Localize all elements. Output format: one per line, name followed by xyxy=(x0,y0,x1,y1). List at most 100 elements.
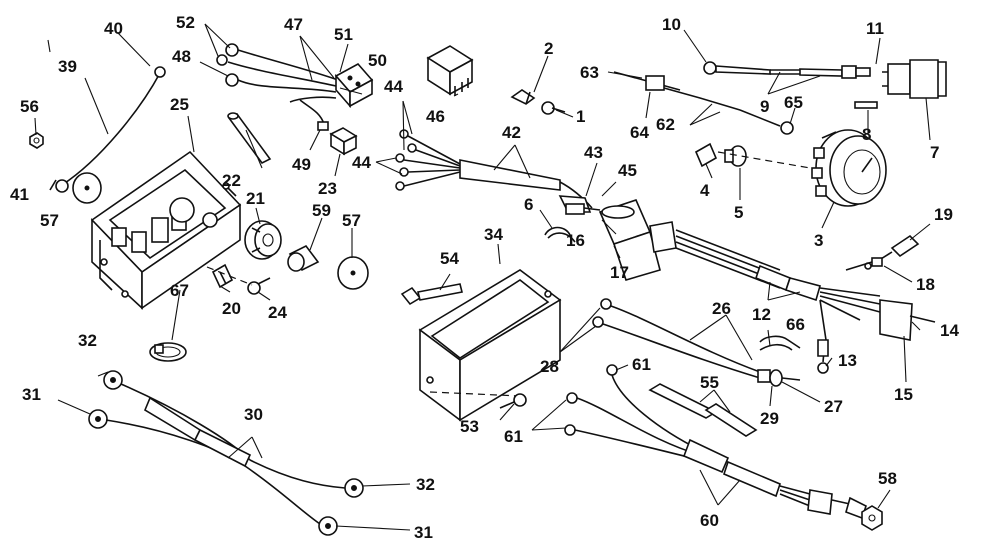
harness-30 xyxy=(88,370,364,536)
label-28: 28 xyxy=(540,357,559,376)
label-43: 43 xyxy=(584,143,603,162)
label-47: 47 xyxy=(284,15,303,34)
label-13: 13 xyxy=(838,351,857,370)
label-17: 17 xyxy=(610,263,629,282)
label-30: 30 xyxy=(244,405,263,424)
label-25: 25 xyxy=(170,95,189,114)
washer-57a xyxy=(72,172,102,204)
label-58: 58 xyxy=(878,469,897,488)
label-64: 64 xyxy=(630,123,649,142)
label-63: 63 xyxy=(580,63,599,82)
label-57b: 57 xyxy=(342,211,361,230)
label-15: 15 xyxy=(894,385,913,404)
connector-50 xyxy=(334,62,374,109)
ground-strap xyxy=(49,66,166,193)
label-22: 22 xyxy=(222,171,241,190)
washer-57b xyxy=(337,256,369,290)
lamp-socket-4 xyxy=(694,142,718,168)
bushing-59 xyxy=(287,244,320,272)
relay-46 xyxy=(426,45,474,96)
label-40: 40 xyxy=(104,19,123,38)
label-59: 59 xyxy=(312,201,331,220)
pin-8 xyxy=(854,101,878,109)
label-26: 26 xyxy=(712,299,731,318)
label-14: 14 xyxy=(940,321,959,340)
harness-60 xyxy=(564,364,867,520)
label-39: 39 xyxy=(58,57,77,76)
label-45: 45 xyxy=(618,161,637,180)
sleeve-55 xyxy=(648,383,758,437)
label-21: 21 xyxy=(246,189,265,208)
wire-26 xyxy=(592,298,801,387)
clamp-67 xyxy=(149,342,187,362)
bracket-2 xyxy=(510,89,536,105)
nut-58 xyxy=(861,505,883,531)
plug-17 xyxy=(598,199,936,374)
label-66: 66 xyxy=(786,315,805,334)
label-41: 41 xyxy=(10,185,29,204)
label-32b: 32 xyxy=(416,475,435,494)
connector-19 xyxy=(864,234,920,270)
label-51: 51 xyxy=(334,25,353,44)
wire-harness-47 xyxy=(216,43,339,131)
label-53: 53 xyxy=(460,417,479,436)
label-2: 2 xyxy=(544,39,553,58)
label-11: 11 xyxy=(866,19,884,38)
label-34: 34 xyxy=(484,225,503,244)
label-19: 19 xyxy=(934,205,953,224)
label-27: 27 xyxy=(824,397,843,416)
clip-6 xyxy=(544,226,576,243)
screw-1 xyxy=(541,101,566,115)
control-box xyxy=(90,150,242,310)
grommet-21 xyxy=(244,220,282,260)
label-12: 12 xyxy=(752,305,771,324)
label-31b: 31 xyxy=(414,523,433,542)
label-6: 6 xyxy=(524,195,533,214)
label-65: 65 xyxy=(784,93,803,112)
label-57a: 57 xyxy=(40,211,59,230)
label-32a: 32 xyxy=(78,331,97,350)
adapter-7 xyxy=(882,59,947,99)
label-4: 4 xyxy=(700,181,710,200)
label-61b: 61 xyxy=(504,427,523,446)
label-44a: 44 xyxy=(384,77,403,96)
terminal-18 xyxy=(845,257,883,271)
label-46: 46 xyxy=(426,107,445,126)
label-18: 18 xyxy=(916,275,935,294)
label-52: 52 xyxy=(176,13,195,32)
clip-66 xyxy=(759,335,801,351)
label-55: 55 xyxy=(700,373,719,392)
label-10: 10 xyxy=(662,15,681,34)
label-5: 5 xyxy=(734,203,743,222)
label-60: 60 xyxy=(700,511,719,530)
label-29: 29 xyxy=(760,409,779,428)
label-50: 50 xyxy=(368,51,387,70)
label-20: 20 xyxy=(222,299,241,318)
label-16: 16 xyxy=(566,231,585,250)
connector-23 xyxy=(329,127,358,156)
cover-34 xyxy=(418,269,562,422)
label-56: 56 xyxy=(20,97,39,116)
nut-56 xyxy=(29,132,44,149)
label-1: 1 xyxy=(576,107,585,126)
screw-24 xyxy=(247,277,271,295)
label-23: 23 xyxy=(318,179,337,198)
label-7: 7 xyxy=(930,143,939,162)
callout-labels: 40 39 56 25 52 47 51 50 48 46 44 44 49 2… xyxy=(10,13,959,542)
bulb-5 xyxy=(724,145,747,167)
leader-lines xyxy=(34,23,931,531)
label-62: 62 xyxy=(656,115,675,134)
label-8: 8 xyxy=(862,125,871,144)
clip-20 xyxy=(211,263,234,289)
gauge-wire-62 xyxy=(613,71,794,135)
label-54: 54 xyxy=(440,249,459,268)
harness-42 xyxy=(395,129,601,215)
label-48: 48 xyxy=(172,47,191,66)
label-49: 49 xyxy=(292,155,311,174)
label-31a: 31 xyxy=(22,385,41,404)
gauge-3 xyxy=(811,129,887,207)
label-61a: 61 xyxy=(632,355,651,374)
label-24: 24 xyxy=(268,303,287,322)
